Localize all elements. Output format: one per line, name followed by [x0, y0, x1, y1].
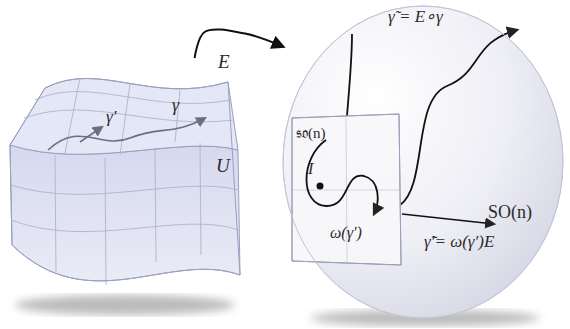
text-holder: 𝔰𝔬(n) [296, 124, 326, 142]
text-holder: E [218, 52, 230, 73]
text-holder: ω(γ′) [330, 224, 362, 242]
set-label: U [216, 155, 230, 176]
node-outline [283, 6, 563, 318]
group-label: SO(n) [488, 202, 532, 222]
curve-label: ω(γ′) [330, 224, 362, 241]
surface-grid [11, 78, 239, 285]
algebra-label: 𝔰𝔬(n) [296, 125, 326, 141]
node-outline [10, 78, 240, 280]
tangent-plane [292, 114, 401, 265]
map-arrow [195, 29, 283, 58]
text-holder: γ′ [106, 108, 116, 127]
plane-grid [292, 116, 400, 263]
tangent-arrow [80, 127, 102, 142]
text-holder: SO(n) [488, 203, 532, 223]
tangent-label: γ̃′= ω(γ′)E [424, 232, 494, 251]
shadow [15, 295, 235, 315]
sphere [283, 6, 563, 318]
node-outline [292, 114, 401, 265]
tangent-arrow [402, 214, 494, 224]
curve-gamma-tilde [347, 34, 352, 116]
identity-label: I [308, 160, 313, 177]
tangent-plane: 𝔰𝔬(n) Iω(γ′) [290, 108, 404, 268]
curve-gamma-tilde [400, 30, 517, 205]
map-label: E [218, 51, 230, 72]
text-holder: γ̃ = E∘γ [388, 8, 443, 27]
node-outline [283, 6, 563, 318]
surface-front [10, 145, 240, 281]
text-holder: I [308, 160, 313, 178]
surface-patch: Uγ γ′ [5, 58, 245, 320]
identity-dot [317, 183, 324, 190]
text-holder: γ̃′= ω(γ′)E [424, 233, 494, 252]
sphere: 𝔰𝔬(n) Iω(γ′) SO(n) γ̃ = E∘γ γ̃′= ω(γ′)E [283, 6, 563, 318]
node-outline [5, 58, 245, 320]
curve-omega [307, 140, 378, 214]
text-holder: γ [172, 96, 179, 116]
tangent-label: γ′ [106, 107, 116, 126]
text-holder: U [216, 156, 230, 177]
curve-label: γ [172, 95, 179, 115]
curve-gamma [48, 118, 205, 150]
curve-label: γ̃ = E∘γ [388, 7, 443, 26]
